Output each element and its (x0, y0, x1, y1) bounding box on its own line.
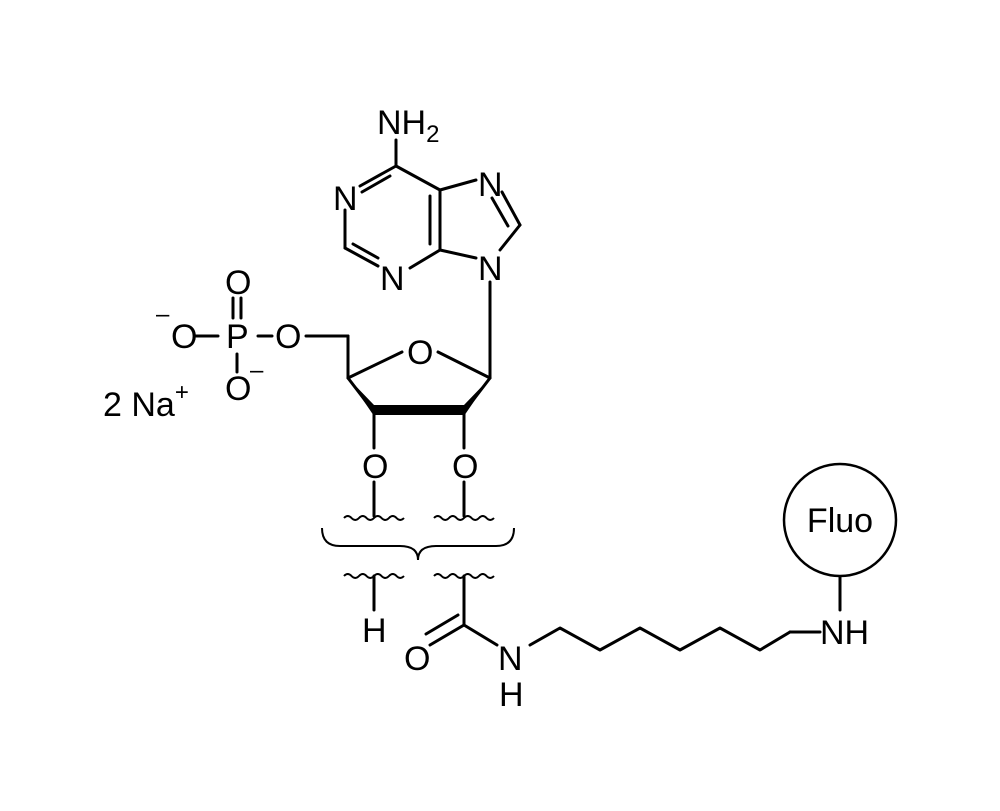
bond-c5-n7 (438, 178, 478, 192)
phosphate-o-bottom-label: O (225, 370, 251, 408)
wavy-h-bottom (343, 573, 405, 579)
hexyl-chain (528, 626, 792, 652)
ring-oxygen-label: O (407, 334, 433, 372)
bond-n7-c8-double (490, 196, 510, 228)
wavy-lines (343, 515, 495, 579)
bond-n3-c4 (408, 248, 442, 270)
o2p-label: O (452, 448, 478, 486)
nh-fluo-label: NH (820, 614, 869, 652)
bonds (194, 138, 842, 652)
n7-label: N (478, 166, 503, 204)
amide-n-label: N (498, 640, 523, 678)
minus-bottom-label: – (250, 357, 264, 384)
fluorophore-circle (782, 462, 898, 578)
bond-c2-n3 (343, 246, 380, 268)
phosphate-o-top-label: O (225, 264, 251, 302)
bond-c6-n1-double (360, 174, 392, 194)
fluorophore-label: Fluo (807, 502, 873, 540)
bond-o4p-c4p (346, 350, 404, 380)
carbonyl-o-label: O (404, 640, 430, 678)
wedge-c4p-c3p (348, 378, 374, 416)
bond-carbonyl-o (428, 623, 466, 647)
curly-brace (321, 527, 515, 561)
bond-n9-c4 (438, 248, 478, 260)
bond-c2-n3-double (351, 242, 380, 260)
bond-carbonyl-n (462, 623, 499, 647)
n1-label: N (333, 180, 358, 218)
n9-label: N (478, 250, 503, 288)
wavy-o3p-top (343, 515, 405, 521)
o3p-label: O (362, 448, 388, 486)
wavy-carbonyl-bottom (433, 573, 495, 579)
h-terminal-label: H (362, 612, 387, 650)
bond-c8-n9 (498, 223, 522, 252)
amide-h-label: H (499, 676, 524, 714)
bond-c1p-o4p (436, 350, 492, 380)
bond-n7-c8 (500, 190, 522, 227)
phosphate-o-left-label: O (171, 318, 197, 356)
amine-label: NH2 (377, 104, 439, 148)
bond-c5-c6 (394, 164, 442, 192)
n3-label: N (380, 260, 405, 298)
counterion-label: 2 Na+ (103, 379, 189, 424)
bond-carbonyl-o-double (424, 613, 460, 636)
minus-left-label: – (156, 301, 170, 328)
o5p-label: O (275, 318, 301, 356)
wedge-c1p-c2p (464, 378, 490, 416)
phosphorus-label: P (226, 318, 249, 356)
bond-c6-n1 (358, 164, 398, 188)
wavy-o2p-top (433, 515, 495, 521)
atom-labels: NH2 N N N N O O O O P O O O – – H O N H … (103, 104, 873, 714)
